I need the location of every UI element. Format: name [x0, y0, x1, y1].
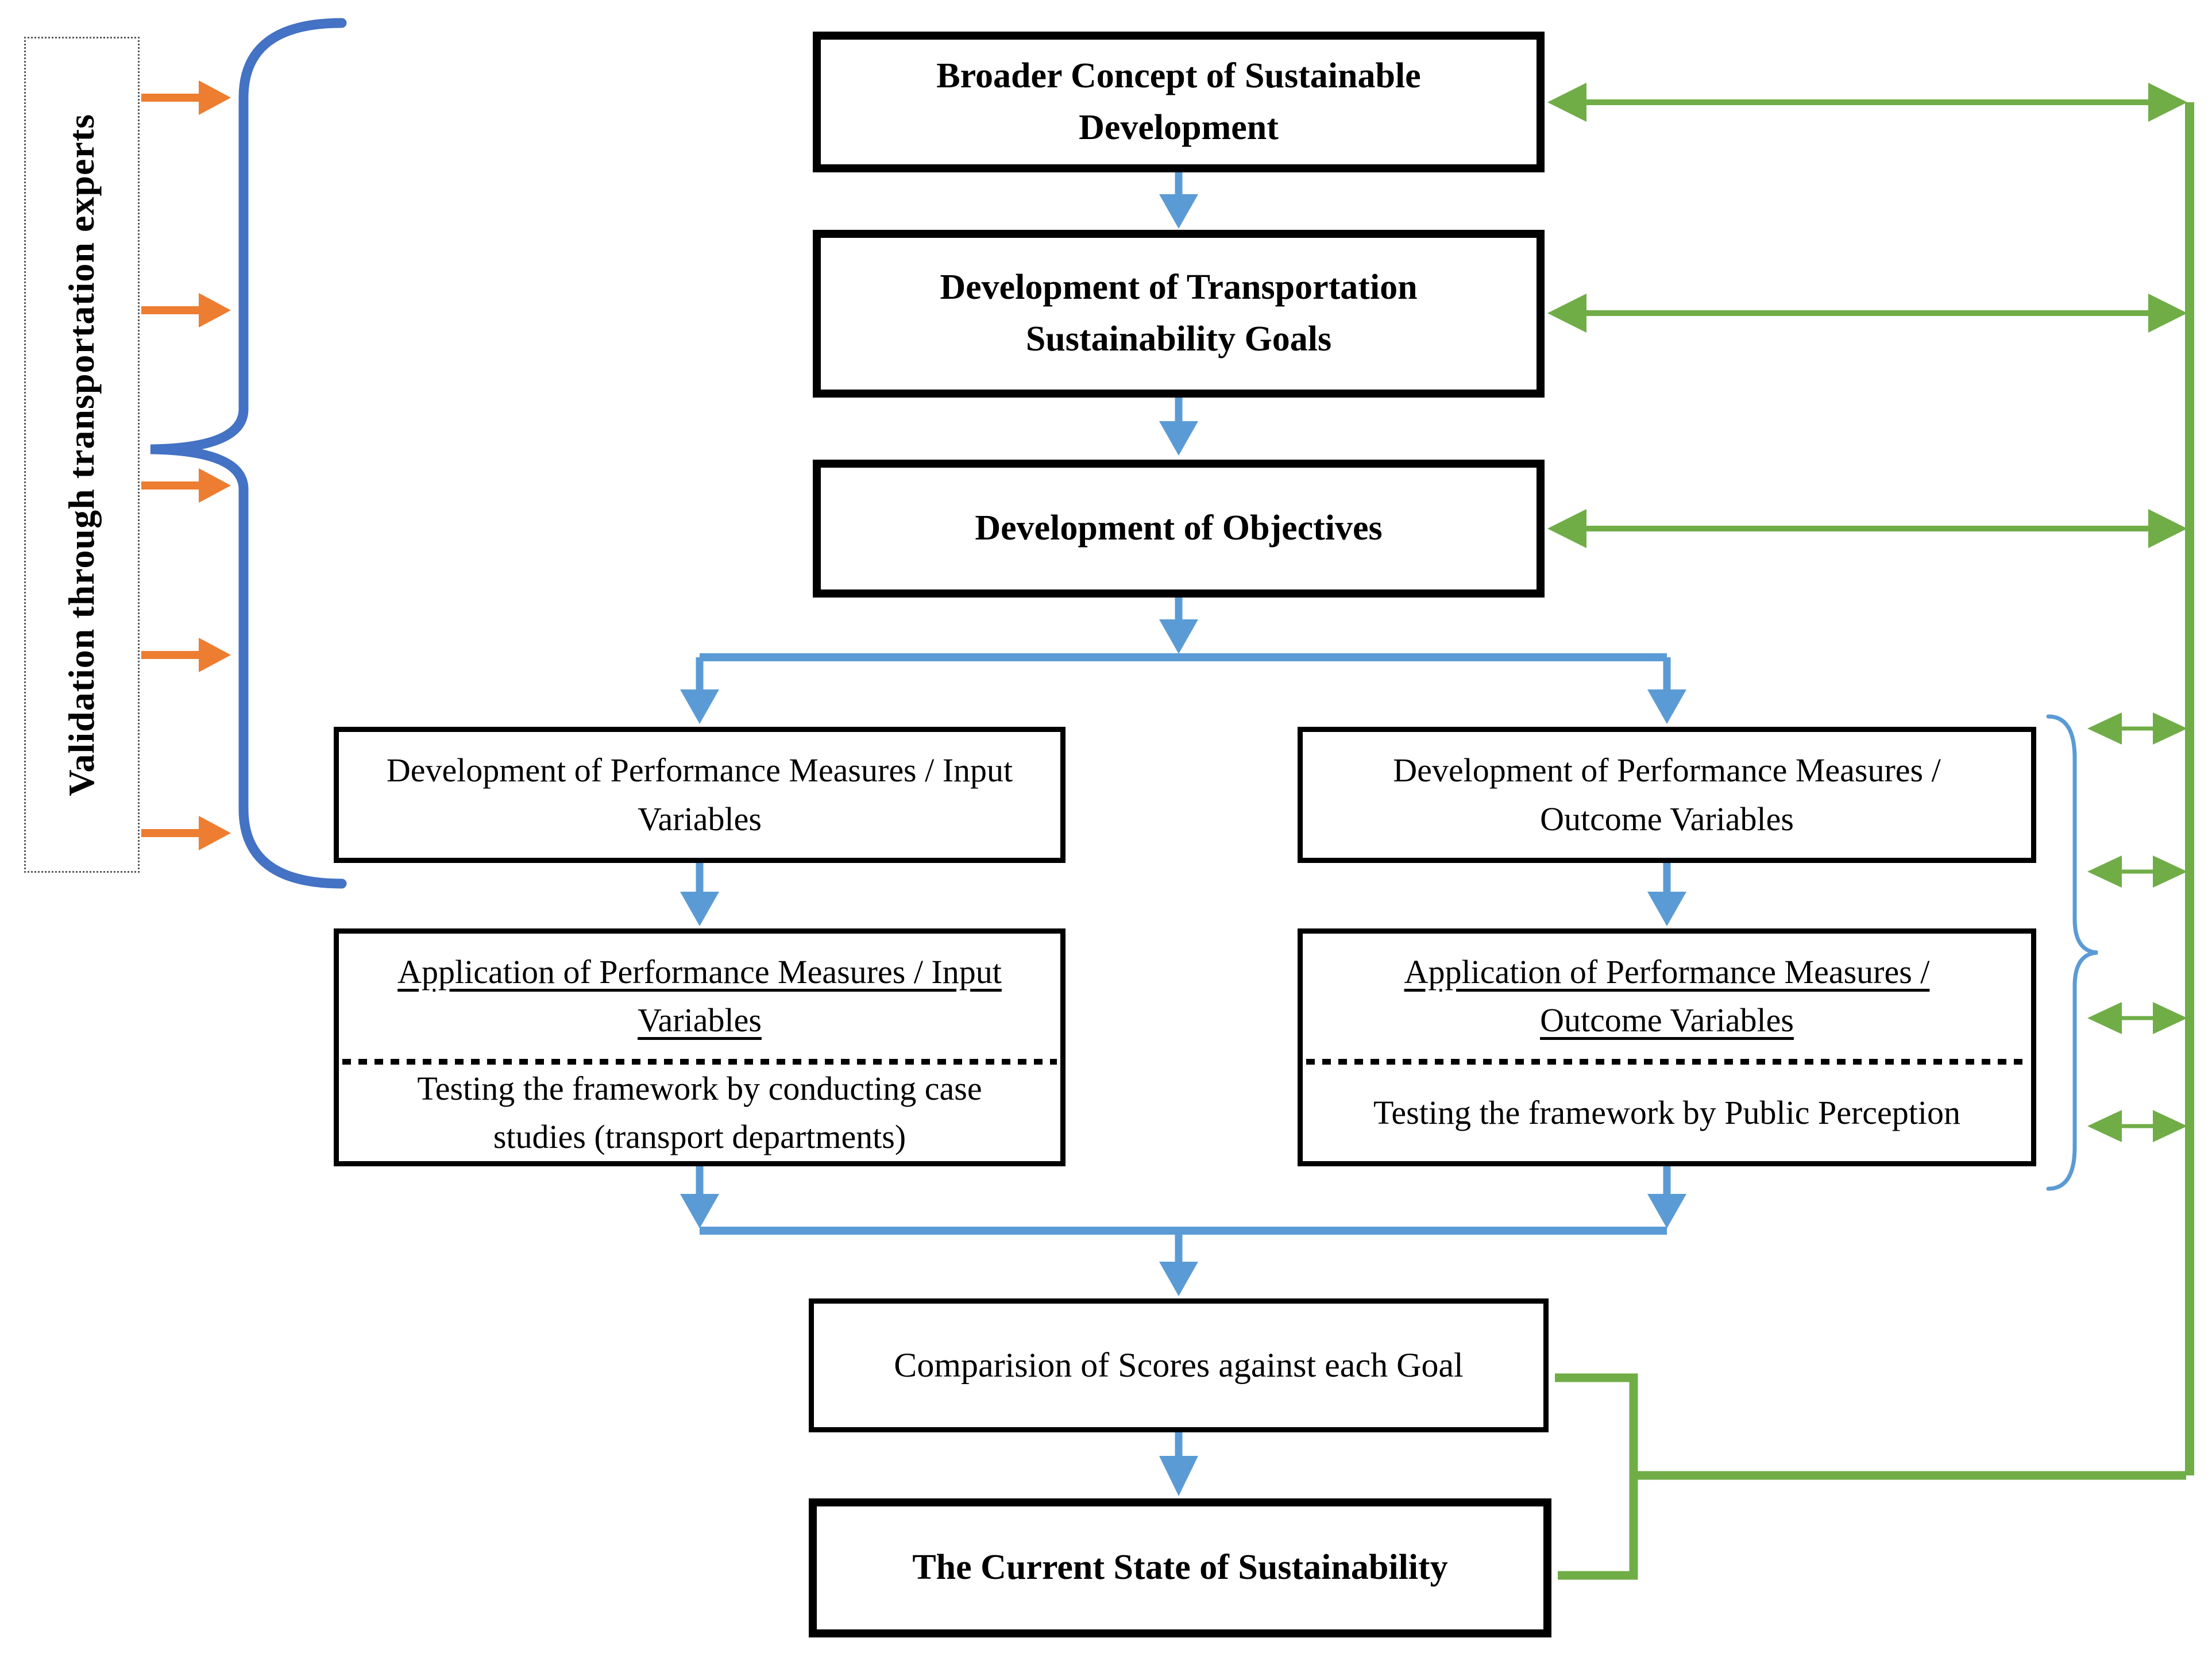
broader-concept-box: Broader Concept of Sustainable Developme… — [813, 32, 1545, 172]
current-state-label: The Current State of Sustainability — [912, 1548, 1448, 1587]
merge-arrow-left — [680, 1166, 719, 1228]
objectives-label: Development of Objectives — [975, 508, 1383, 548]
current-state-box: The Current State of Sustainability — [809, 1498, 1551, 1637]
outcome-brace — [2046, 714, 2098, 1191]
feedback-arrow-objectives — [1547, 509, 2187, 548]
comparison-label: Comparision of Scores against each Goal — [894, 1346, 1464, 1384]
feedback-arrow-outcome-4 — [2087, 1110, 2187, 1142]
merge-arrow-right — [1647, 1166, 1686, 1228]
orange-arrow-1 — [141, 80, 231, 115]
branch-arrow-right — [1647, 657, 1686, 724]
app-input-title: Application of Performance Measures / In… — [397, 953, 1002, 1039]
transport-goals-label: Development of Transportation Sustainabi… — [940, 268, 1418, 359]
app-input-note: Testing the framework by conducting case… — [417, 1069, 982, 1155]
orange-arrow-5 — [141, 816, 231, 850]
dotted-divider — [1306, 1058, 2028, 1065]
validation-arrows — [141, 80, 231, 850]
app-outcome-note-area: Testing the framework by Public Percepti… — [1303, 1065, 2031, 1161]
app-input-box: Application of Performance Measures / In… — [334, 928, 1066, 1166]
orange-arrow-3 — [141, 468, 231, 503]
app-outcome-title: Application of Performance Measures / Ou… — [1404, 953, 1930, 1039]
feedback-arrow-goals — [1547, 294, 2187, 333]
flow-arrow-devoutcome-to-appoutcome — [1647, 862, 1686, 926]
feedback-arrow-concept — [1547, 83, 2187, 122]
dotted-divider — [342, 1058, 1057, 1065]
feedback-arrow-outcome-3 — [2087, 1002, 2187, 1034]
validation-experts-label: Validation through transportation expert… — [61, 113, 102, 796]
comparison-box: Comparision of Scores against each Goal — [809, 1298, 1549, 1432]
flow-arrow-objectives-to-branch — [1159, 598, 1198, 654]
broader-concept-label: Broader Concept of Sustainable Developme… — [936, 56, 1421, 147]
validation-experts-box: Validation through transportation expert… — [24, 37, 140, 873]
dev-input-box: Development of Performance Measures / In… — [334, 727, 1066, 863]
transport-goals-box: Development of Transportation Sustainabi… — [813, 230, 1545, 398]
dev-input-label: Development of Performance Measures / In… — [386, 752, 1013, 838]
orange-arrow-4 — [141, 638, 231, 672]
flow-arrow-comparison-to-current — [1159, 1432, 1198, 1496]
orange-arrow-2 — [141, 293, 231, 327]
feedback-arrow-outcome-2 — [2087, 855, 2187, 888]
branch-arrow-left — [680, 657, 719, 724]
flow-arrow-goals-to-objectives — [1159, 396, 1198, 456]
app-input-note-area: Testing the framework by conducting case… — [339, 1065, 1060, 1161]
app-outcome-box: Application of Performance Measures / Ou… — [1298, 928, 2036, 1166]
result-feedback-connector — [1555, 1373, 2186, 1580]
feedback-arrow-outcome-1 — [2087, 712, 2187, 745]
app-outcome-title-area: Application of Performance Measures / Ou… — [1303, 934, 2031, 1059]
dev-outcome-box: Development of Performance Measures / Ou… — [1298, 727, 2036, 863]
experts-brace — [150, 18, 347, 889]
dev-outcome-label: Development of Performance Measures / Ou… — [1393, 752, 1941, 838]
app-outcome-note: Testing the framework by Public Percepti… — [1373, 1093, 1960, 1131]
flow-arrow-merge-to-comparison — [1159, 1231, 1198, 1296]
flow-arrow-concept-to-goals — [1159, 170, 1198, 229]
app-input-title-area: Application of Performance Measures / In… — [339, 934, 1060, 1059]
objectives-box: Development of Objectives — [813, 460, 1545, 598]
flow-arrow-devinput-to-appinput — [680, 862, 719, 926]
